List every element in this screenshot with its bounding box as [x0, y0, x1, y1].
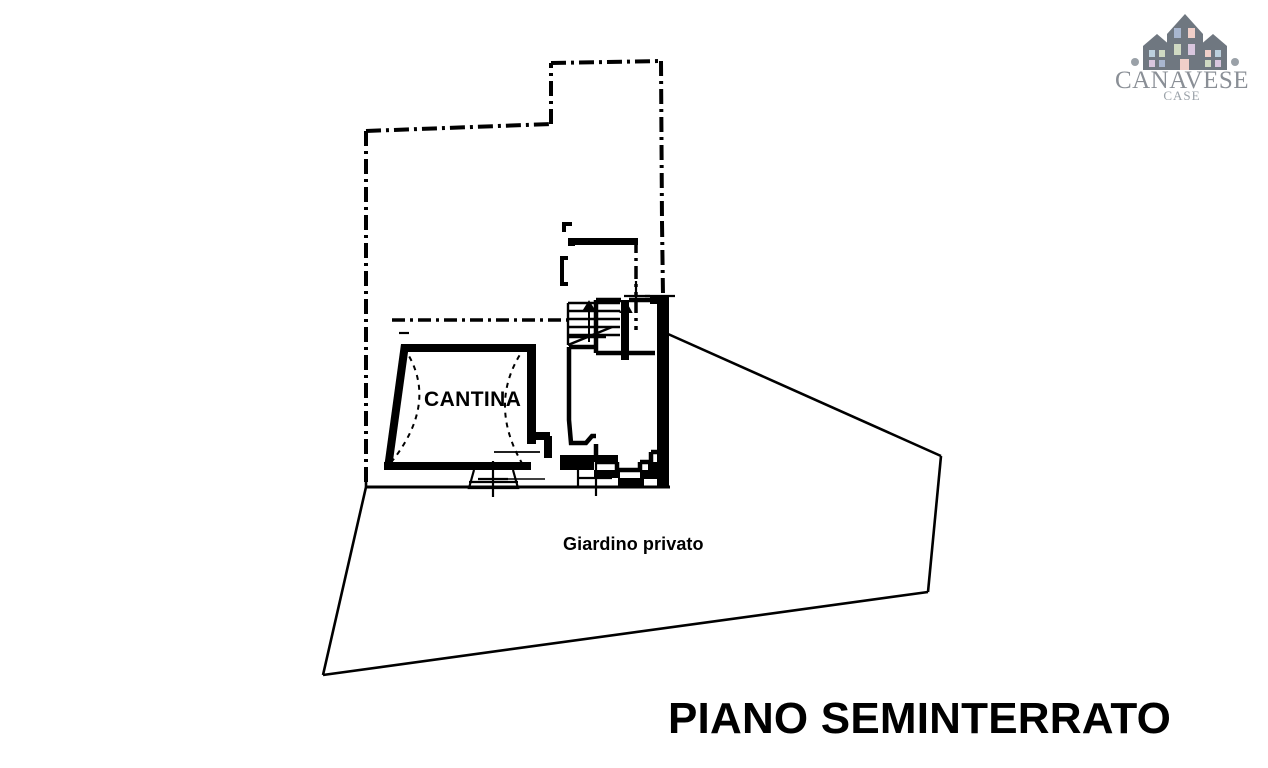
- house-icon-left: [1143, 34, 1171, 70]
- room-label-giardino: Giardino privato: [563, 534, 704, 554]
- window-openings: [399, 281, 675, 497]
- logo-decor: [1131, 58, 1239, 66]
- plan-title: PIANO SEMINTERRATO: [668, 694, 1172, 743]
- right-room-walls: [566, 297, 657, 473]
- building-outline-dashdot: [364, 59, 665, 487]
- logo-primary-text: CANAVESE: [1115, 67, 1249, 94]
- vault-arc-left: [388, 347, 421, 466]
- plot-boundary: [321, 332, 943, 677]
- lower-right-wall-steps: [560, 455, 662, 486]
- interior-dashdot-walls: [392, 240, 638, 330]
- house-icon-center: [1167, 14, 1203, 70]
- room-label-cantina: CANTINA: [424, 388, 522, 411]
- stair-direction-arrow: [582, 300, 596, 342]
- staircase: [566, 301, 620, 347]
- logo-secondary-text: CASE: [1163, 88, 1200, 103]
- logo-graphic: CANAVESE CASE: [1115, 14, 1249, 103]
- landing-arrow: [619, 300, 633, 352]
- house-icon-right: [1199, 34, 1227, 70]
- canavese-case-logo: CANAVESE CASE: [1105, 4, 1260, 104]
